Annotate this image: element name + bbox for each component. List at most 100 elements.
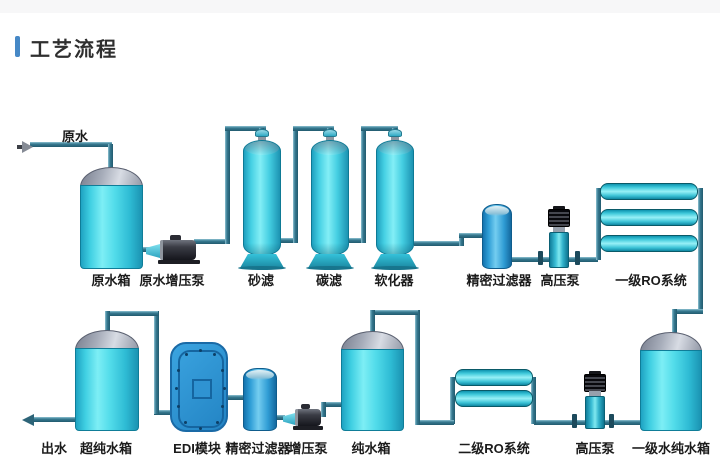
precision-filter-top — [482, 204, 512, 269]
pipe-segment — [321, 402, 326, 417]
pipe-flange — [609, 414, 614, 428]
pipe-segment — [226, 395, 244, 400]
valve-cap — [323, 129, 337, 137]
tank-body — [341, 349, 404, 431]
label-precision-filter-top: 精密过滤器 — [466, 273, 532, 288]
vessel-rim — [306, 266, 354, 270]
pipe-segment — [273, 415, 285, 420]
label-high-pressure-pump-bottom: 高压泵 — [575, 441, 615, 456]
pump-cap — [553, 206, 565, 210]
pipe-segment — [225, 126, 230, 244]
pipe-segment — [349, 238, 366, 243]
tank-dome — [341, 331, 404, 351]
pipe-segment — [698, 188, 703, 314]
pipe-segment — [596, 188, 601, 260]
ro1-membrane — [600, 235, 698, 252]
pump-motor — [548, 209, 570, 227]
ultrapure-water-tank — [75, 330, 139, 431]
ro2-membrane — [455, 390, 533, 407]
label-softener: 软化器 — [374, 273, 414, 288]
valve-cap — [388, 129, 402, 137]
pipe-segment — [459, 233, 464, 246]
label-raw-booster-pump: 原水增压泵 — [139, 273, 205, 288]
pipe-segment — [105, 311, 158, 316]
pipe-segment — [30, 142, 112, 147]
vessel-base — [240, 254, 284, 268]
pipe-segment — [194, 239, 227, 244]
high-pressure-pump-top — [545, 206, 573, 268]
ro1-membrane — [600, 183, 698, 200]
tank-dome — [640, 332, 702, 352]
pipe-flange — [575, 251, 580, 265]
pump-motor — [295, 409, 321, 426]
precision-filter-bottom — [243, 368, 277, 431]
label-raw-tank: 原水箱 — [91, 273, 131, 288]
pump-cap — [589, 371, 601, 375]
vessel-base — [373, 254, 417, 268]
raw-water-tank — [80, 167, 143, 269]
page-title: 工艺流程 — [30, 39, 118, 61]
pipe-segment — [34, 417, 76, 422]
edi-bolts — [185, 353, 188, 356]
vessel-rim — [371, 266, 419, 270]
pump-base — [293, 426, 323, 430]
tank-dome — [80, 167, 143, 187]
pipe-segment — [459, 233, 485, 238]
label-pure-tank: 纯水箱 — [351, 441, 391, 456]
ro2-membrane — [455, 369, 533, 386]
pump-motor — [160, 240, 196, 260]
sand-filter-vessel — [238, 128, 286, 270]
pipe-segment — [293, 126, 298, 243]
pipe-flange — [538, 251, 543, 265]
softener-vessel — [371, 128, 419, 270]
valve-stem — [258, 136, 266, 141]
valve-stem — [326, 136, 334, 141]
pipe-segment — [672, 309, 677, 338]
top-strip — [0, 0, 720, 13]
pump-body — [549, 232, 569, 268]
pump-nozzle — [283, 413, 295, 425]
pipe-segment — [325, 402, 343, 407]
edi-core — [192, 379, 212, 399]
tank-body — [75, 348, 139, 431]
pipe-segment — [415, 310, 420, 425]
pump-body — [585, 396, 605, 429]
raw-booster-pump — [146, 234, 206, 264]
pump-neck — [589, 391, 601, 396]
inlet-arrow-tail — [17, 145, 23, 149]
valve-stem — [391, 136, 399, 141]
label-carbon-filter: 碳滤 — [315, 273, 342, 288]
label-booster-pump: 增压泵 — [288, 441, 328, 456]
stage1-pure-water-tank — [640, 332, 702, 431]
pipe-segment — [370, 310, 418, 315]
label-ro-stage2: 二级RO系统 — [458, 441, 530, 456]
tank-dome — [75, 330, 139, 350]
vessel-body — [376, 140, 414, 256]
label-high-pressure-pump-top: 高压泵 — [540, 273, 580, 288]
label-edi-module: EDI模块 — [173, 441, 221, 456]
pipe-segment — [154, 410, 171, 415]
pump-neck — [553, 227, 565, 232]
pipe-segment — [672, 309, 703, 314]
vessel-body — [311, 140, 349, 256]
booster-pump — [283, 404, 325, 431]
label-outlet: 出水 — [40, 441, 67, 456]
valve-cap — [255, 129, 269, 137]
label-ro-stage1: 一级RO系统 — [615, 273, 687, 288]
label-stage1-pure-tank: 一级水纯水箱 — [631, 441, 710, 456]
vessel-body — [243, 140, 281, 256]
label-precision-filter-bottom: 精密过滤器 — [225, 441, 291, 456]
tank-body — [640, 350, 702, 431]
pipe-segment — [108, 144, 113, 170]
pipe-segment — [361, 126, 398, 131]
pump-cap — [170, 235, 181, 241]
ro1-membrane — [600, 209, 698, 226]
outlet-arrow-icon — [22, 414, 34, 426]
pipe-segment — [414, 241, 464, 246]
pipe-segment — [418, 420, 454, 425]
pipe-segment — [154, 311, 159, 414]
pure-water-tank — [341, 331, 404, 431]
pump-motor — [584, 374, 606, 392]
pipe-segment — [105, 311, 110, 336]
